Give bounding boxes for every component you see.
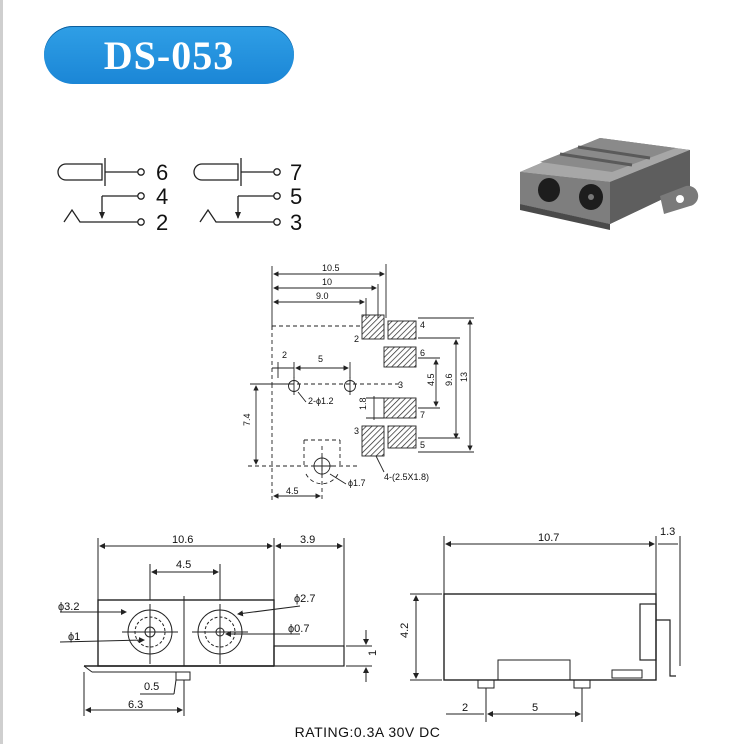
dim-4-2: 4.2: [399, 623, 411, 638]
pad-label-5: 5: [420, 440, 425, 450]
pin-label-3: 3: [290, 210, 302, 235]
dim-4-5-front: 4.5: [176, 559, 191, 571]
dim-13: 13: [459, 372, 469, 382]
dim-10: 10: [322, 277, 332, 287]
pin-label-4: 4: [156, 184, 168, 209]
page-edge: [0, 0, 3, 744]
dim-2-side: 2: [462, 702, 468, 714]
footprint-view: [248, 264, 474, 500]
pad-label-3: 3: [354, 426, 359, 436]
pin-label-6: 6: [156, 160, 168, 185]
dim-7-4: 7.4: [242, 413, 252, 426]
phi-0-7: ϕ0.7: [288, 623, 309, 635]
pad-label-6: 6: [420, 348, 425, 358]
title-badge: DS-053: [44, 26, 294, 84]
dim-1-8: 1.8: [358, 397, 368, 410]
dim-5: 5: [318, 354, 323, 364]
dim-10-5: 10.5: [322, 263, 340, 273]
rating-text: RATING:0.3A 30V DC: [294, 724, 441, 740]
dim-3-9: 3.9: [300, 534, 315, 546]
pin-label-2: 2: [156, 210, 168, 235]
pad-label-2: 2: [354, 334, 359, 344]
hole-label: 2-ϕ1.2: [308, 396, 334, 406]
dim-1-3: 1.3: [660, 526, 675, 538]
dim-4-5: 4.5: [286, 486, 299, 496]
product-photo: [520, 138, 699, 230]
dim-0-5: 0.5: [144, 681, 159, 693]
dim-1: 1: [367, 650, 379, 656]
dim-9-0: 9.0: [316, 291, 329, 301]
dim-5-side: 5: [532, 702, 538, 714]
pin-schematic: [57, 158, 281, 226]
plug-icon-6: [57, 163, 103, 181]
front-view: [59, 538, 372, 716]
dim-2: 2: [282, 350, 287, 360]
phi-2-7: ϕ2.7: [294, 593, 315, 605]
model-title: DS-053: [103, 32, 235, 78]
pad-label-7: 7: [420, 410, 425, 420]
dim-6-3: 6.3: [128, 699, 143, 711]
phi-1: ϕ1: [68, 631, 80, 643]
dim-4-5-v: 4.5: [426, 373, 436, 386]
line-label-3: 3: [398, 380, 403, 390]
side-view: [410, 536, 681, 722]
plug-icon-7: [193, 163, 239, 181]
pad-label-4: 4: [420, 320, 425, 330]
dim-10-7: 10.7: [538, 532, 559, 544]
dim-9-6: 9.6: [444, 373, 454, 386]
phi-3-2: ϕ3.2: [58, 601, 79, 613]
pin-label-5: 5: [290, 184, 302, 209]
pin-label-7: 7: [290, 160, 302, 185]
big-hole-label: ϕ1.7: [348, 478, 366, 488]
pad-size-label: 4-(2.5X1.8): [384, 472, 429, 482]
dim-10-6: 10.6: [172, 534, 193, 546]
